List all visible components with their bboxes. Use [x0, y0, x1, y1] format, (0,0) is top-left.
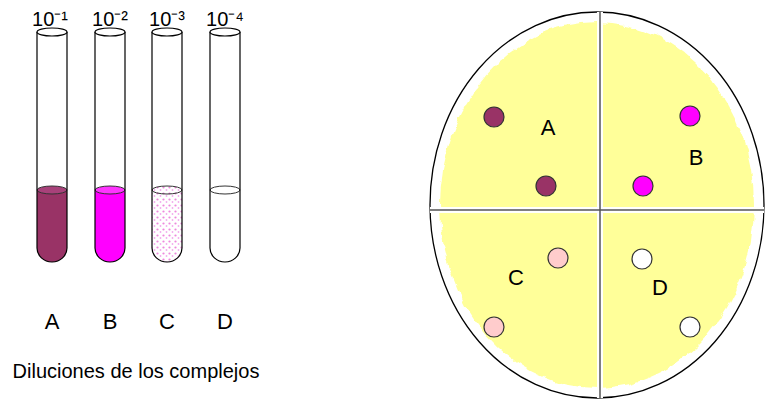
tube-letter: A	[45, 310, 60, 334]
dilution-label: 10⁻¹	[32, 8, 68, 30]
sector-letter: B	[689, 146, 704, 170]
petri-plate: A B C D	[428, 10, 766, 400]
tube-letter: D	[217, 310, 233, 334]
tube-letter: C	[159, 310, 175, 334]
tube-c	[152, 28, 182, 262]
dilution-label: 10⁻⁴	[206, 8, 244, 30]
plate-outline	[428, 10, 766, 400]
tube-b	[95, 28, 125, 262]
dilution-label: 10⁻²	[92, 8, 128, 30]
caption: Diluciones de los complejos	[13, 360, 260, 382]
sector-letter: A	[541, 116, 556, 140]
sector-letter: C	[508, 266, 524, 290]
tube-a	[37, 28, 67, 262]
tube-d	[210, 28, 240, 262]
dilution-label: 10⁻³	[149, 8, 185, 30]
tube-letter: B	[103, 310, 118, 334]
sector-letter: D	[652, 276, 668, 300]
